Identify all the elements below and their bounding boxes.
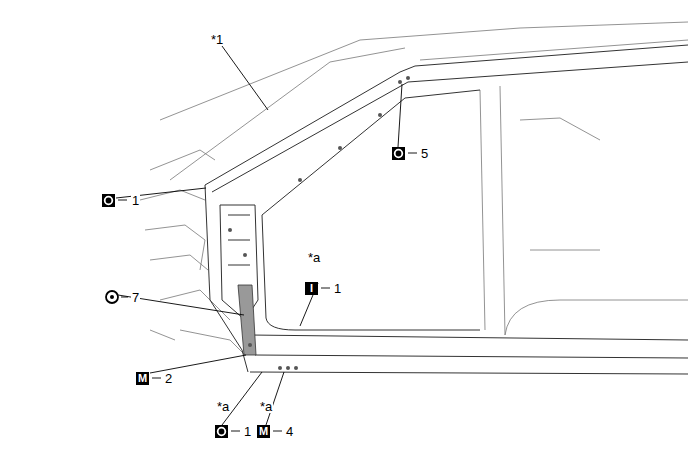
callout-number: 1 [243, 425, 252, 438]
weld-symbol: M [136, 372, 149, 385]
callout-number: 1 [333, 282, 342, 295]
note-mark: *a [259, 400, 273, 413]
weld-symbol: M [257, 425, 270, 438]
callout-number: 7 [131, 291, 140, 304]
note-mark: *a [307, 251, 321, 264]
callout-number: 2 [164, 372, 173, 385]
callout-number: 1 [131, 194, 140, 207]
callout-number: 5 [420, 147, 429, 160]
callout-number: 4 [285, 425, 294, 438]
note-mark: *a [216, 400, 230, 413]
weld-symbol: I [305, 282, 318, 295]
part-callout: *1 [210, 33, 224, 46]
